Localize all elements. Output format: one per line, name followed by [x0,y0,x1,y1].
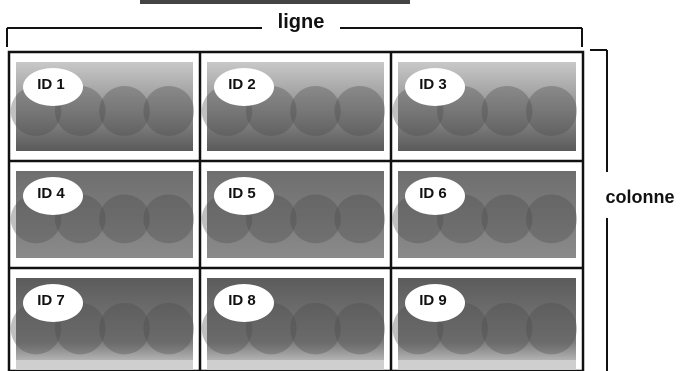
photo-grass [16,360,193,370]
panel-id-label: ID 7 [37,292,65,309]
display-panel: ID 2 [201,62,386,151]
photo-grass [398,360,576,370]
photo-texture [143,302,195,355]
id-badge [214,68,274,106]
photo-texture [290,194,341,244]
id-badge [405,284,465,322]
panel-id-label: ID 9 [419,292,447,309]
display-panel: ID 3 [392,62,577,151]
photo-texture [290,302,341,355]
panel-id-label: ID 6 [419,185,447,202]
panel-grid: ID 1 ID 2 ID 3 ID 4 ID 5 ID 6 ID 7 ID 8 ID 9 [7,50,585,371]
panel-id-label: ID 4 [37,185,65,202]
display-panel: ID 9 [392,278,577,370]
panel-id-label: ID 5 [228,185,256,202]
display-panel: ID 4 [10,171,195,258]
column-bracket [590,49,608,371]
display-panel: ID 6 [392,171,577,258]
id-badge [23,284,83,322]
photo-texture [143,194,195,244]
id-badge [214,177,274,215]
row-bracket [6,27,583,47]
id-badge [405,68,465,106]
photo-texture [526,302,577,355]
column-label: colonne [605,187,674,207]
photo-texture [99,86,150,136]
panel-id-label: ID 1 [37,76,65,93]
photo-texture [481,302,533,355]
id-badge [23,177,83,215]
display-panel: ID 8 [201,278,386,370]
photo-texture [143,86,195,136]
photo-texture [290,86,341,136]
photo-grass [207,360,384,370]
id-badge [23,68,83,106]
cropped-caption [140,0,410,4]
photo-texture [99,302,150,355]
id-badge [405,177,465,215]
id-badge [214,284,274,322]
photo-texture [481,86,533,136]
panel-id-label: ID 2 [228,76,256,93]
photo-texture [526,194,577,244]
panel-id-label: ID 8 [228,292,256,309]
panel-id-label: ID 3 [419,76,447,93]
photo-texture [334,302,386,355]
photo-texture [526,86,577,136]
display-panel: ID 5 [201,171,386,258]
photo-texture [334,194,386,244]
row-label: ligne [278,11,325,33]
display-panel: ID 7 [10,278,195,370]
display-panel: ID 1 [10,62,195,151]
photo-texture [481,194,533,244]
photo-texture [99,194,150,244]
photo-texture [334,86,386,136]
